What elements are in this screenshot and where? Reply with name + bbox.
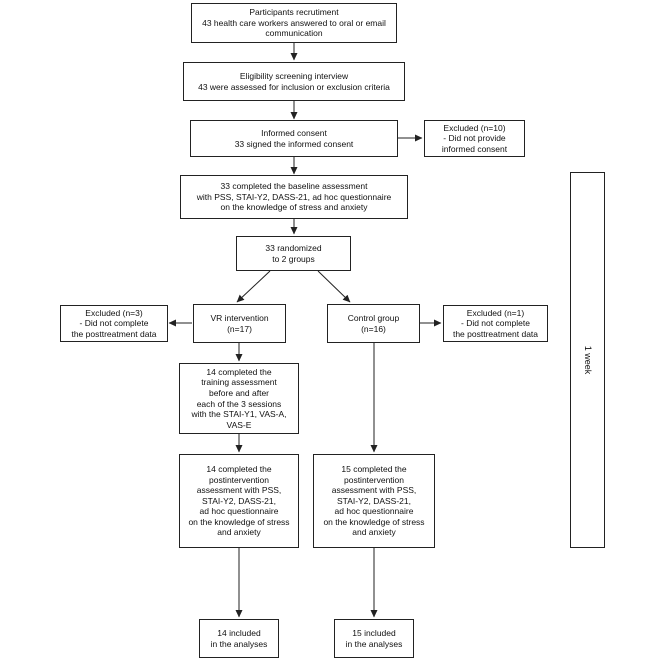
excluded-vr-text: Excluded (n=3) - Did not complete the po… [71, 307, 157, 339]
screening-text: Eligibility screening interview 43 were … [198, 70, 390, 92]
arrow-randomized-to-vr [236, 270, 271, 303]
excluded-consent-text: Excluded (n=10) - Did not provide inform… [441, 122, 508, 154]
week-label: 1 week [582, 345, 593, 375]
vr-intervention-text: VR intervention (n=17) [210, 312, 269, 334]
excluded-control-text: Excluded (n=1) - Did not complete the po… [452, 307, 539, 339]
recruitment-text: Participants recrutiment 43 health care … [202, 7, 386, 39]
vr-intervention-box: VR intervention (n=17) [193, 304, 286, 343]
training-box: 14 completed the training assessment bef… [179, 363, 299, 434]
included-vr-text: 14 included in the analyses [210, 627, 268, 649]
week-duration-box: 1 week [570, 172, 605, 548]
baseline-text: 33 completed the baseline assessment wit… [196, 181, 392, 213]
included-control-text: 15 included in the analyses [345, 627, 403, 649]
included-control-box: 15 included in the analyses [334, 619, 414, 658]
consent-text: Informed consent 33 signed the informed … [234, 127, 354, 149]
training-text: 14 completed the training assessment bef… [191, 366, 287, 430]
included-vr-box: 14 included in the analyses [199, 619, 279, 658]
post-vr-box: 14 completed the postintervention assess… [179, 454, 299, 548]
randomized-box: 33 randomized to 2 groups [236, 236, 351, 271]
control-group-text: Control group (n=16) [347, 312, 400, 334]
excluded-vr-box: Excluded (n=3) - Did not complete the po… [60, 305, 168, 342]
screening-box: Eligibility screening interview 43 were … [183, 62, 405, 101]
arrow-randomized-to-control [317, 270, 351, 303]
excluded-consent-box: Excluded (n=10) - Did not provide inform… [424, 120, 525, 157]
consent-box: Informed consent 33 signed the informed … [190, 120, 398, 157]
excluded-control-box: Excluded (n=1) - Did not complete the po… [443, 305, 548, 342]
recruitment-box: Participants recrutiment 43 health care … [191, 3, 397, 43]
post-control-text: 15 completed the postintervention assess… [323, 463, 425, 538]
baseline-box: 33 completed the baseline assessment wit… [180, 175, 408, 219]
post-vr-text: 14 completed the postintervention assess… [188, 463, 290, 538]
randomized-text: 33 randomized to 2 groups [265, 242, 322, 264]
control-group-box: Control group (n=16) [327, 304, 420, 343]
post-control-box: 15 completed the postintervention assess… [313, 454, 435, 548]
